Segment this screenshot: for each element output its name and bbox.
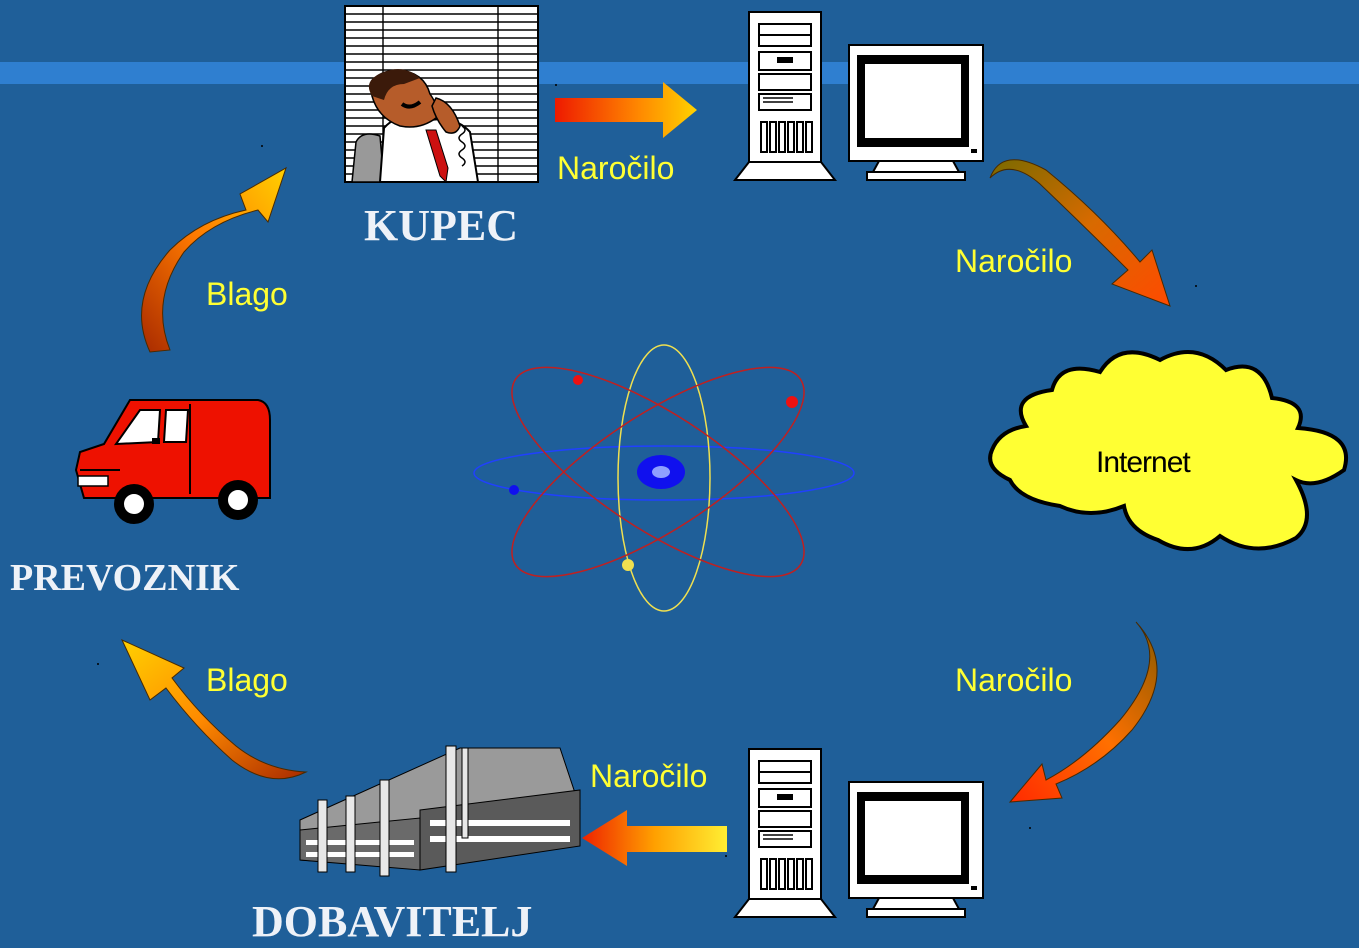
atom-icon <box>473 344 855 612</box>
flow-label-internet-to-pc: Naročilo <box>955 662 1073 698</box>
decorative-dots <box>97 84 1197 857</box>
flow-arrow-carrier-to-buyer <box>141 166 287 353</box>
factory-building-icon <box>299 745 581 877</box>
flow-arrow-pc-to-supplier <box>582 810 727 866</box>
flow-arrow-pc-to-internet <box>989 159 1171 307</box>
desktop-computer-icon <box>734 748 984 918</box>
cloud-icon <box>988 350 1348 552</box>
flow-label-carrier-to-buyer: Blago <box>206 276 288 312</box>
node-title-supplier: DOBAVITELJ <box>252 897 533 946</box>
flow-arrow-internet-to-pc <box>1008 621 1158 803</box>
flow-arrow-supplier-to-carrier <box>120 638 308 780</box>
header-band <box>0 62 1359 84</box>
desktop-computer-icon <box>734 11 984 181</box>
node-title-buyer: KUPEC <box>364 201 518 250</box>
delivery-van-icon <box>74 399 271 524</box>
node-title-carrier: PREVOZNIK <box>10 557 240 599</box>
businessman-phone-icon <box>344 5 539 184</box>
flow-label-pc-to-internet: Naročilo <box>955 243 1073 279</box>
flow-label-supplier-to-carrier: Blago <box>206 662 288 698</box>
cloud-label-internet: Internet <box>1096 446 1191 479</box>
flow-arrow-buyer-to-pc <box>555 82 697 138</box>
flow-label-buyer-to-pc: Naročilo <box>557 150 675 186</box>
flow-label-pc-to-supplier: Naročilo <box>590 758 708 794</box>
